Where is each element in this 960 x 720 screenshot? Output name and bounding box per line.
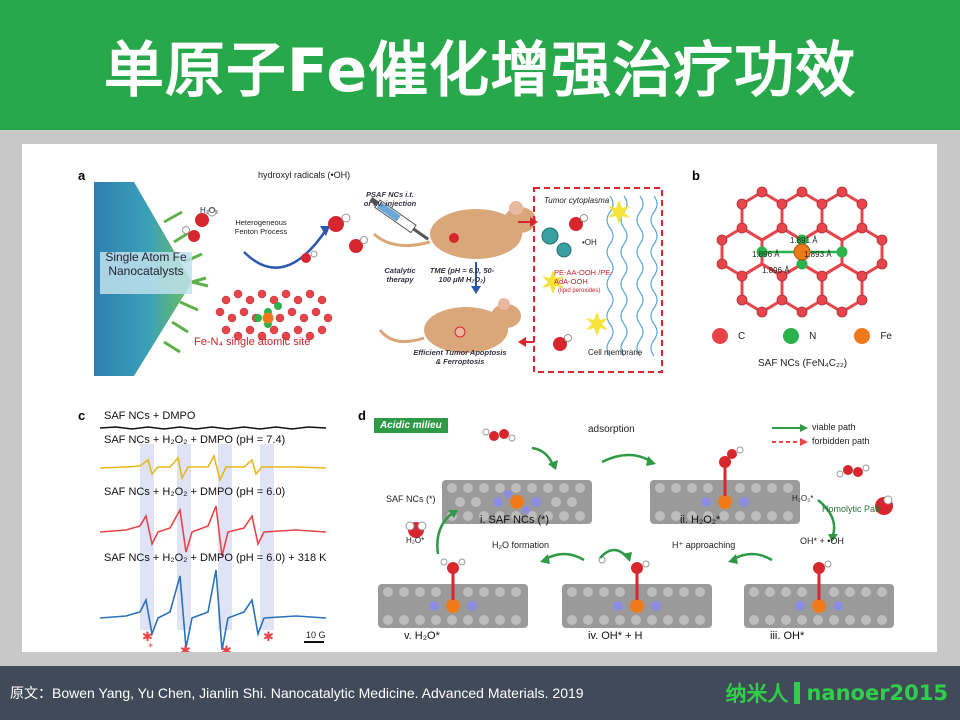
nitrogen-dot: [783, 328, 800, 344]
bond-3: 1.893 Å: [804, 250, 832, 259]
citation-text: 原文：Bowen Yang, Yu Chen, Jianlin Shi. Nan…: [10, 685, 584, 701]
therapy-label: Catalytic therapy: [384, 266, 416, 284]
footer-bar: 原文：Bowen Yang, Yu Chen, Jianlin Shi. Nan…: [0, 666, 960, 720]
saf-star-label: SAF NCs (*): [386, 494, 436, 504]
panel-a-graphic: [94, 182, 663, 376]
homolytic-label: Homolytic Path: [822, 504, 883, 514]
atom-legend: C N Fe: [712, 328, 892, 344]
step-iii-label: iii. OH*: [770, 630, 805, 642]
catalyst-label: Single Atom Fe Nanocatalysts: [105, 250, 187, 278]
milieu-badge: Acidic milieu: [374, 418, 448, 433]
process-label: Heterogeneous Fenton Process: [234, 218, 288, 236]
site-label: Fe-N₄ single atomic site: [194, 336, 311, 348]
figure-stage: a: [0, 130, 960, 666]
tme-label: TME (pH = 6.0, 50-100 μM H₂O₂): [429, 266, 495, 284]
membrane-label: Cell membrane: [588, 348, 643, 357]
legend-forbidden: forbidden path: [812, 436, 870, 446]
slide-title: 单原子Fe催化增强治疗功效: [103, 35, 857, 106]
h-approaching-label: H⁺ approaching: [672, 540, 736, 550]
cytoplasma-label: Tumor cytoplasma: [544, 196, 610, 205]
svg-text:*: *: [148, 642, 153, 650]
brand-mark: 纳米人 nanoer2015: [725, 678, 948, 708]
spectrum-label-3: SAF NCs + H₂O₂ + DMPO (pH = 6.0): [104, 486, 286, 498]
brand-divider: [794, 682, 801, 704]
legend-viable: viable path: [812, 422, 856, 432]
brand-handle: nanoer2015: [806, 681, 948, 705]
oh-label: •OH: [582, 238, 597, 247]
brand-name: 纳米人: [725, 682, 789, 706]
spectrum-label-4: SAF NCs + H₂O₂ + DMPO (pH = 6.0) + 318 K: [104, 552, 327, 564]
panel-b-label: b: [692, 168, 700, 183]
epr-marker: ✱: [142, 630, 153, 645]
step-ii-label: ii. H₂O₂*: [680, 514, 721, 526]
homolytic-out-label: OH* + •OH: [800, 536, 844, 546]
panel-d-label: d: [358, 408, 366, 423]
bond-4: 1.896 Å: [762, 266, 790, 275]
homolytic-in-label: H₂O₂*: [792, 494, 814, 503]
milieu-text: Acidic milieu: [380, 420, 442, 431]
step-v-label: v. H₂O*: [404, 630, 440, 642]
legend-n: N: [809, 330, 817, 342]
epr-spectra: *: [99, 426, 327, 650]
spectrum-label-2: SAF NCs + H₂O₂ + DMPO (pH = 7.4): [104, 434, 286, 446]
injection-label: PSAF NCs i.t. or i.v. injection: [363, 190, 417, 208]
adsorption-label: adsorption: [588, 424, 635, 435]
bond-1: 1.891 Å: [790, 236, 818, 245]
iron-dot: [854, 328, 871, 344]
header-bar: 单原子Fe催化增强治疗功效: [0, 0, 960, 130]
scale-bar-label: 10 G: [306, 630, 326, 640]
epr-marker: ✱: [221, 644, 232, 652]
h2o2-label: H₂O₂: [200, 206, 219, 215]
panel-b-structure: [716, 186, 888, 318]
legend-fe: Fe: [880, 330, 892, 342]
epr-marker: ✱: [263, 630, 274, 645]
lipid-note: (lipid peroxides): [558, 288, 601, 294]
panel-d-graphic: [378, 424, 894, 628]
carbon-dot: [712, 328, 728, 344]
epr-marker: ✱: [180, 644, 191, 652]
bond-2: 1.896 Å: [752, 250, 780, 259]
outcome-label: Efficient Tumor Apoptosis & Ferroptosis: [413, 348, 507, 366]
radicals-label: hydroxyl radicals (•OH): [258, 170, 351, 180]
panel-c-label: c: [78, 408, 86, 423]
panel-b-caption: SAF NCs (FeN₄C₂₂): [758, 358, 848, 369]
lipid-label: PE-AA-OOH /PE-AdA-OOH: [554, 268, 613, 286]
figure-panel: a: [22, 144, 937, 652]
step-i-label: i. SAF NCs (*): [480, 514, 550, 526]
step-iv-label: iv. OH* + H: [588, 630, 643, 642]
legend-c: C: [738, 330, 746, 342]
spectrum-label-1: SAF NCs + DMPO: [104, 410, 196, 422]
h2o-formation-label: H₂O formation: [492, 540, 550, 550]
panel-a-label: a: [78, 168, 86, 183]
h2o-star-label: H₂O*: [406, 536, 425, 545]
